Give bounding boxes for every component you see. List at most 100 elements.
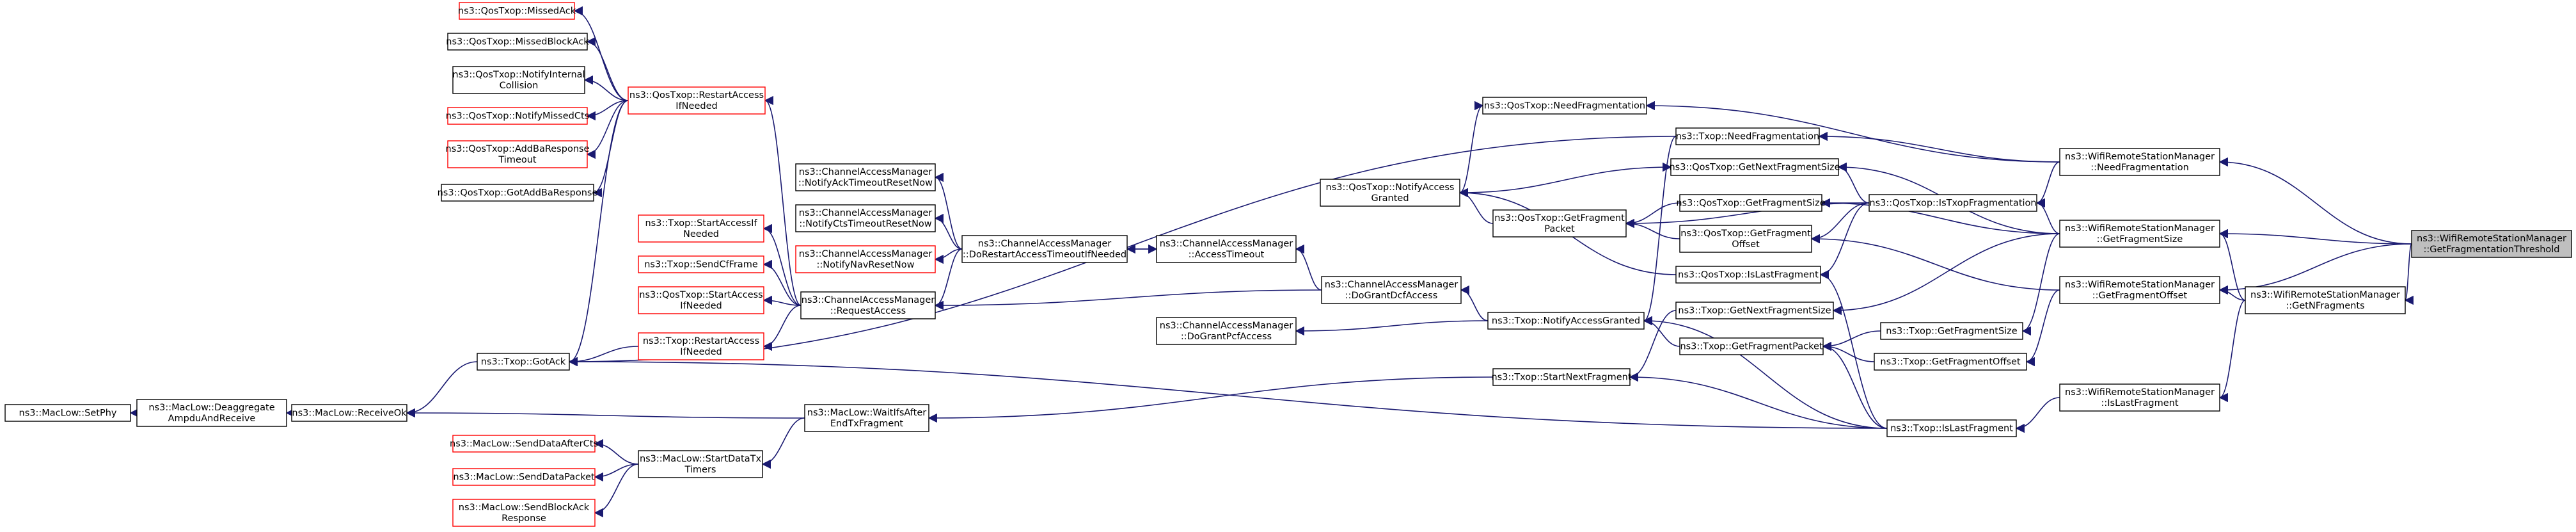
node-box[interactable] xyxy=(136,399,287,427)
node-box[interactable] xyxy=(477,353,570,371)
node-cam_requestaccess[interactable]: ns3::ChannelAccessManager::RequestAccess xyxy=(800,291,936,319)
node-box[interactable] xyxy=(638,286,764,314)
node-qos_getfragpacket[interactable]: ns3::QosTxop::GetFragmentPacket xyxy=(1492,209,1627,238)
node-box[interactable] xyxy=(2059,276,2220,304)
node-box[interactable] xyxy=(452,435,596,453)
node-qos_needfrag[interactable]: ns3::QosTxop::NeedFragmentation xyxy=(1482,97,1647,115)
node-txop_needfrag[interactable]: ns3::Txop::NeedFragmentation xyxy=(1675,127,1820,145)
node-txop_sendcfframe[interactable]: ns3::Txop::SendCfFrame xyxy=(638,255,764,273)
node-box[interactable] xyxy=(1675,302,1834,319)
node-box[interactable] xyxy=(1487,312,1645,330)
node-cam_notifynav[interactable]: ns3::ChannelAccessManager::NotifyNavRese… xyxy=(795,245,936,273)
node-txop_getnextfragsize[interactable]: ns3::Txop::GetNextFragmentSize xyxy=(1675,302,1834,319)
node-box[interactable] xyxy=(795,163,936,191)
node-senddataafterrts[interactable]: ns3::MacLow::SendDataAfterCts xyxy=(450,435,598,453)
node-box[interactable] xyxy=(1679,225,1812,253)
node-box[interactable] xyxy=(452,468,596,486)
node-box[interactable] xyxy=(2059,383,2220,412)
node-wrsm_needfrag[interactable]: ns3::WifiRemoteStationManager::NeedFragm… xyxy=(2059,148,2220,176)
node-box[interactable] xyxy=(628,86,766,115)
node-box[interactable] xyxy=(1880,322,2023,340)
node-txop_startnextfrag[interactable]: ns3::Txop::StartNextFragment xyxy=(1491,368,1632,386)
node-qos_istxopfrag[interactable]: ns3::QosTxop::IsTxopFragmentation xyxy=(1869,194,2037,212)
node-box[interactable] xyxy=(1482,97,1647,115)
node-txop_islastfrag[interactable]: ns3::Txop::IsLastFragment xyxy=(1886,419,2017,437)
node-box[interactable] xyxy=(795,204,936,232)
node-gotack[interactable]: ns3::Txop::GotAck xyxy=(477,353,570,371)
node-box[interactable] xyxy=(2411,230,2572,258)
node-wrsm_getnfrag[interactable]: ns3::WifiRemoteStationManager::GetNFragm… xyxy=(2245,286,2406,314)
node-qos_notifyaccess[interactable]: ns3::QosTxop::NotifyAccessGranted xyxy=(1320,179,1460,207)
node-box[interactable] xyxy=(291,404,407,422)
node-box[interactable] xyxy=(447,33,588,51)
node-txop_notifyaccess[interactable]: ns3::Txop::NotifyAccessGranted xyxy=(1487,312,1645,330)
node-box[interactable] xyxy=(1675,127,1820,145)
node-box[interactable] xyxy=(1492,368,1631,386)
node-box[interactable] xyxy=(961,235,1128,263)
node-box[interactable] xyxy=(1670,158,1839,176)
node-cam_dorestart[interactable]: ns3::ChannelAccessManager::DoRestartAcce… xyxy=(961,235,1128,263)
node-wrsm_islastfrag[interactable]: ns3::WifiRemoteStationManager::IsLastFra… xyxy=(2059,383,2220,412)
node-receiveok[interactable]: ns3::MacLow::ReceiveOk xyxy=(291,404,407,422)
node-missedack[interactable]: ns3::QosTxop::MissedAck xyxy=(458,2,576,20)
node-box[interactable] xyxy=(452,499,596,527)
node-cam_notifycts[interactable]: ns3::ChannelAccessManager::NotifyCtsTime… xyxy=(795,204,936,232)
node-box[interactable] xyxy=(638,255,764,273)
node-wrsm_getfragsize[interactable]: ns3::WifiRemoteStationManager::GetFragme… xyxy=(2059,220,2220,248)
node-qos_getnextfragsize[interactable]: ns3::QosTxop::GetNextFragmentSize xyxy=(1669,158,1840,176)
node-wrsm_getfragoffset[interactable]: ns3::WifiRemoteStationManager::GetFragme… xyxy=(2059,276,2220,304)
node-qos_getfragsize[interactable]: ns3::QosTxop::GetFragmentSize xyxy=(1676,194,1826,212)
node-txop_getfragpacket[interactable]: ns3::Txop::GetFragmentPacket xyxy=(1679,337,1824,355)
node-box[interactable] xyxy=(1320,179,1460,207)
node-box[interactable] xyxy=(447,107,588,125)
node-box[interactable] xyxy=(1679,194,1822,212)
node-txop_getfragoffset[interactable]: ns3::Txop::GetFragmentOffset xyxy=(1874,353,2027,371)
node-box[interactable] xyxy=(447,140,588,168)
node-box[interactable] xyxy=(1869,194,2037,212)
node-box[interactable] xyxy=(800,291,936,319)
node-box[interactable] xyxy=(1679,337,1824,355)
node-missedblockack[interactable]: ns3::QosTxop::MissedBlockAck xyxy=(446,33,589,51)
node-cam_dograntpcf[interactable]: ns3::ChannelAccessManager::DoGrantPcfAcc… xyxy=(1156,317,1297,345)
node-senddatapacket[interactable]: ns3::MacLow::SendDataPacket xyxy=(452,468,596,486)
node-box[interactable] xyxy=(804,404,929,432)
node-box[interactable] xyxy=(2059,148,2220,176)
node-box[interactable] xyxy=(1321,276,1462,304)
node-box[interactable] xyxy=(795,245,936,273)
node-box[interactable] xyxy=(1874,353,2027,371)
node-box[interactable] xyxy=(1156,235,1297,263)
node-box[interactable] xyxy=(1492,209,1627,238)
node-qos_islastfrag[interactable]: ns3::QosTxop::IsLastFragment xyxy=(1675,266,1821,284)
node-box[interactable] xyxy=(638,332,764,360)
node-root[interactable]: ns3::WifiRemoteStationManager::GetFragme… xyxy=(2411,230,2572,258)
node-notifymissedcts[interactable]: ns3::QosTxop::NotifyMissedCts xyxy=(446,107,589,125)
node-box[interactable] xyxy=(441,184,594,202)
node-box[interactable] xyxy=(452,66,585,94)
node-box[interactable] xyxy=(1675,266,1821,284)
node-box[interactable] xyxy=(4,404,131,422)
node-gotaddba[interactable]: ns3::QosTxop::GotAddBaResponse xyxy=(438,184,598,202)
node-box[interactable] xyxy=(1886,419,2017,437)
node-qos_getfragoffset[interactable]: ns3::QosTxop::GetFragmentOffset xyxy=(1679,225,1812,253)
node-box[interactable] xyxy=(1156,317,1297,345)
node-box[interactable] xyxy=(2059,220,2220,248)
node-cam_accesstimeout[interactable]: ns3::ChannelAccessManager::AccessTimeout xyxy=(1156,235,1297,263)
node-box[interactable] xyxy=(638,450,763,478)
node-box[interactable] xyxy=(459,2,575,20)
node-txop_getfragsize[interactable]: ns3::Txop::GetFragmentSize xyxy=(1880,322,2023,340)
node-box[interactable] xyxy=(638,214,764,243)
node-setphy[interactable]: ns3::MacLow::SetPhy xyxy=(4,404,131,422)
node-cam_dograntdcf[interactable]: ns3::ChannelAccessManager::DoGrantDcfAcc… xyxy=(1321,276,1462,304)
node-cam_notifyack[interactable]: ns3::ChannelAccessManager::NotifyAckTime… xyxy=(795,163,936,191)
node-box[interactable] xyxy=(2245,286,2406,314)
